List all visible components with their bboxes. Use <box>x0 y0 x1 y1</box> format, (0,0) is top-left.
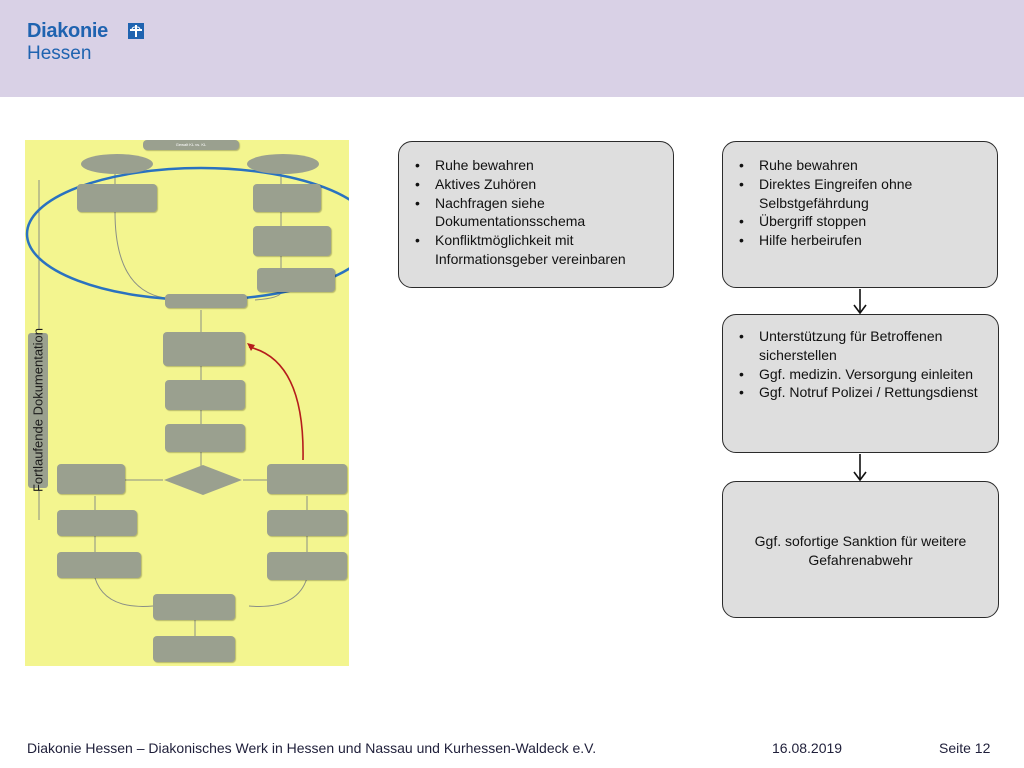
fc-title-box: Gewalt KL vs. KL <box>143 140 239 150</box>
list-item: Unterstützung für Betroffenen sicherstel… <box>723 327 998 365</box>
list-item: Ggf. Notruf Polizei / Rettungsdienst <box>723 383 998 402</box>
panel-right-immediate-actions: Ruhe bewahren Direktes Eingreifen ohne S… <box>722 141 998 288</box>
fc-team-meeting <box>163 332 245 366</box>
list-item: Aktives Zuhören <box>399 175 673 194</box>
list-item: Übergriff stoppen <box>723 212 997 231</box>
feedback-arrow <box>248 346 304 461</box>
panel-right-support: Unterstützung für Betroffenen sicherstel… <box>722 314 999 453</box>
list-item: Ggf. medizin. Versorgung einleiten <box>723 365 998 384</box>
fc-left-measures <box>77 184 157 212</box>
panel-right-sanction-text: Ggf. sofortige Sanktion für weitere Gefa… <box>754 533 967 568</box>
header-bar: Diakonie Hessen <box>0 0 1024 97</box>
documentation-bar <box>28 333 48 488</box>
list-item: Ruhe bewahren <box>723 156 997 175</box>
list-item: Konfliktmöglichkeit mit Informationsgebe… <box>399 231 673 269</box>
documentation-bar-label: Fortlaufende Dokumentation <box>30 327 46 493</box>
brand-name: Diakonie <box>27 20 108 42</box>
fc-bd-talk <box>165 424 245 452</box>
fc-support-help <box>57 552 141 578</box>
list-item: Direktes Eingreifen ohne Selbstgefährdun… <box>723 175 997 213</box>
fc-decision <box>164 465 242 495</box>
fc-police-report <box>57 510 137 536</box>
fc-prevention <box>153 636 235 662</box>
fc-right-sanction <box>257 268 335 292</box>
fc-legal-advice <box>267 552 347 580</box>
flowchart-image: Gewalt KL vs. KL <box>25 140 349 666</box>
fc-right-start <box>247 154 319 174</box>
list-item: Nachfragen siehe Dokumentationsschema <box>399 194 673 232</box>
panel-left-list: Ruhe bewahren Aktives Zuhören Nachfragen… <box>399 156 673 269</box>
fc-thematize <box>153 594 235 620</box>
panel-right-sanction: Ggf. sofortige Sanktion für weitere Gefa… <box>722 481 999 618</box>
fc-sanctions <box>57 464 125 494</box>
fc-inform-lead <box>165 294 247 308</box>
fc-right-support <box>253 226 331 256</box>
fc-right-measures <box>253 184 321 212</box>
footer-date: 16.08.2019 <box>772 740 843 756</box>
panel-right-2-list: Unterstützung für Betroffenen sicherstel… <box>723 327 998 402</box>
fc-team-new-facts <box>267 464 347 494</box>
fc-title-text: Gewalt KL vs. KL <box>175 142 207 147</box>
fc-left-start <box>81 154 153 174</box>
diakonie-cross-icon <box>128 23 144 39</box>
fc-open-questions <box>267 510 347 536</box>
footer-page-number: Seite 12 <box>939 740 991 756</box>
list-item: Ruhe bewahren <box>399 156 673 175</box>
brand-region: Hessen <box>27 43 92 64</box>
list-item: Hilfe herbeirufen <box>723 231 997 250</box>
panel-right-1-list: Ruhe bewahren Direktes Eingreifen ohne S… <box>723 156 997 250</box>
footer-organization: Diakonie Hessen – Diakonisches Werk in H… <box>27 740 597 756</box>
panel-left-measures: Ruhe bewahren Aktives Zuhören Nachfragen… <box>398 141 674 288</box>
fc-counseling <box>165 380 245 410</box>
